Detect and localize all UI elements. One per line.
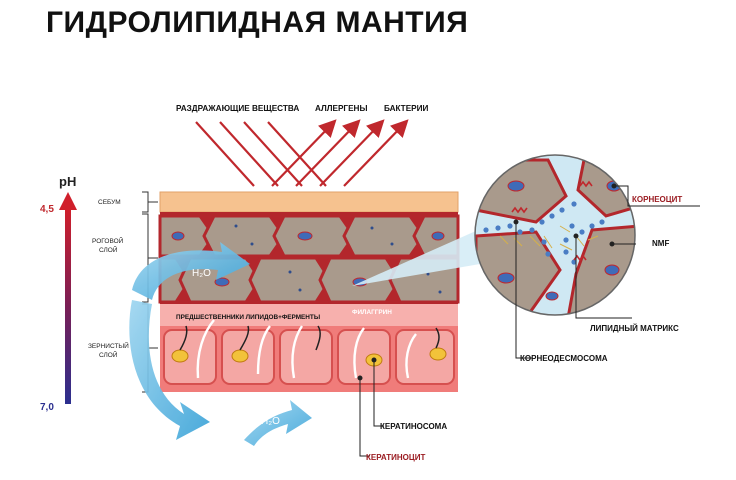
corneocyte-dots	[171, 224, 445, 294]
nmf-label: NMF	[652, 239, 669, 248]
zoom-circle-icon	[475, 155, 635, 315]
ph-bottom-value: 7,0	[40, 402, 54, 413]
ph-top-value: 4,5	[40, 204, 54, 215]
page-title: ГИДРОЛИПИДНАЯ МАНТИЯ	[46, 6, 469, 39]
keratinosome-nuclei	[171, 347, 447, 367]
water-bottom-right-label: H₂O	[261, 416, 280, 427]
sebum-layer	[159, 191, 459, 213]
corneocyte-label: КОРНЕОЦИТ	[632, 195, 682, 204]
corneodesmosome-label: КОРНЕОДЕСМОСОМА	[520, 354, 608, 363]
small-dark-arrow-icons	[179, 325, 440, 351]
filaggrin-label: ФИЛАГГРИН	[352, 309, 392, 316]
irritants-label: РАЗДРАЖАЮЩИЕ ВЕЩЕСТВА	[176, 104, 299, 113]
ph-label: pH	[59, 174, 76, 189]
keratinocyte-cells	[163, 329, 455, 385]
horny-layer-label-2: СЛОЙ	[99, 245, 118, 254]
callout-lines	[357, 183, 700, 457]
keratinosome-label: КЕРАТИНОСОМА	[380, 422, 447, 431]
water-top-label: H₂O	[192, 268, 211, 279]
skin-block	[158, 191, 460, 392]
water-bottom-left-label: H₂O	[128, 404, 147, 415]
bacteria-label: БАКТЕРИИ	[384, 104, 428, 113]
water-flow-arrow-icon	[129, 242, 312, 446]
horny-layer-label-1: РОГОВОЙ	[92, 236, 124, 245]
keratinocyte-label: КЕРАТИНОЦИТ	[366, 453, 425, 462]
ph-gradient-arrow-icon	[59, 192, 77, 404]
zoom-connector	[352, 230, 480, 286]
red-arrow-icon	[195, 119, 409, 187]
granular-layer-label-1: ЗЕРНИСТЫЙ	[88, 341, 129, 350]
lipid-matrix-label: ЛИПИДНЫЙ МАТРИКС	[590, 324, 679, 333]
sebum-label: СЕБУМ	[98, 199, 121, 206]
precursors-label: ПРЕДШЕСТВЕННИКИ ЛИПИДОВ+ФЕРМЕНТЫ	[176, 314, 320, 321]
zoom-circle-border	[474, 154, 636, 316]
allergens-label: АЛЛЕРГЕНЫ	[315, 104, 367, 113]
transport-arrow-icons	[196, 319, 417, 379]
granular-layer-label-2: СЛОЙ	[99, 350, 118, 359]
